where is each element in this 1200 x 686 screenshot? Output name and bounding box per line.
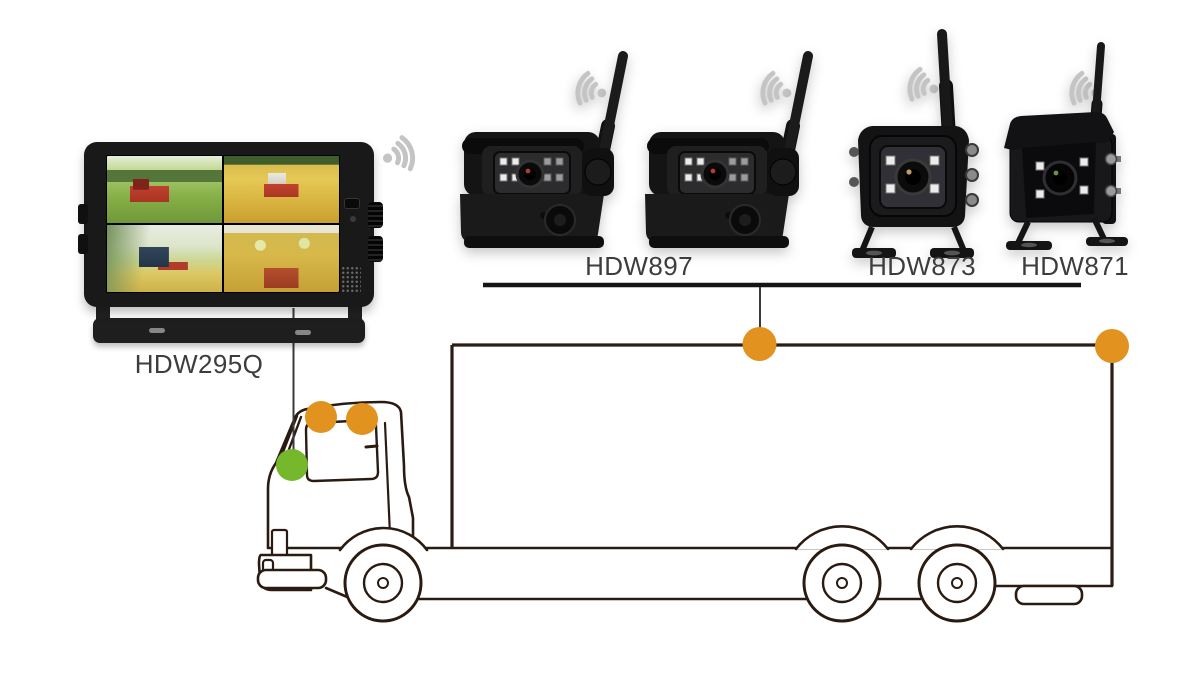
bracket-knob-right-top [368, 202, 383, 228]
marker-orange-side [742, 327, 777, 361]
truck-line-drawing [256, 400, 1114, 623]
camera-label-hdw897: HDW897 [585, 251, 693, 281]
side-mount-camera [645, 51, 813, 248]
camera-hdw897-unit-1 [460, 51, 628, 248]
camera-label-hdw871: HDW871 [1021, 251, 1129, 281]
side-screws [1104, 152, 1121, 198]
marker-orange-rear [1095, 329, 1129, 363]
camera-hdw897-unit-2 [645, 51, 813, 248]
front-wheel [343, 543, 423, 623]
camera-position-markers [276, 327, 1129, 481]
bracket-knob-left-bottom [78, 234, 88, 254]
marker-orange-cab-2 [346, 403, 378, 435]
monitor-hdw295q [78, 142, 383, 352]
rear-wheel-1 [802, 543, 882, 623]
marker-green-cab [276, 449, 308, 481]
monitor-label: HDW295Q [134, 349, 264, 379]
ir-leds [885, 155, 940, 194]
ir-leds [1035, 157, 1089, 199]
camera-hdw871 [1004, 42, 1128, 250]
power-led [350, 216, 356, 222]
bracket-slot [149, 328, 165, 333]
magnetic-base [645, 194, 789, 242]
screen-quadrant-bottom-right [224, 225, 339, 292]
side-screws [849, 143, 979, 207]
front-wheel-arch [338, 526, 429, 552]
speaker-grille [341, 266, 361, 294]
rear-wheel-2 [917, 543, 997, 623]
magnetic-base [460, 194, 604, 242]
mounting-bracket [852, 225, 974, 258]
screen-quadrant-top-left [107, 156, 222, 223]
marker-orange-cab-1 [305, 401, 337, 433]
antenna-mount [769, 158, 797, 186]
monitor-bezel [78, 142, 383, 307]
bracket-mount-camera [849, 29, 979, 258]
truck-mudflap [1014, 584, 1084, 606]
truck-door-seam [383, 421, 392, 537]
monitor-quad-screen [106, 155, 340, 293]
ir-sensor-window [344, 198, 360, 209]
screen-quadrant-top-right [224, 156, 339, 223]
bracket-slot [295, 330, 311, 335]
bracket-knob-right-bottom [368, 236, 383, 262]
antenna-mount [584, 158, 612, 186]
mounting-bracket [1006, 216, 1128, 250]
rear-wheel-arch-2 [909, 525, 1005, 551]
truck-frame-bottom [350, 584, 1114, 601]
side-mount-camera [460, 51, 628, 248]
rear-wheel-arch-1 [794, 525, 890, 551]
truck-door-handle [364, 444, 379, 449]
camera-label-hdw873: HDW873 [868, 251, 976, 281]
camera-hdw873 [849, 29, 979, 258]
monitor-bracket-bar [93, 318, 365, 343]
compact-rear-camera [1004, 42, 1128, 250]
truck-side-step [256, 568, 328, 590]
bracket-knob-left-top [78, 204, 88, 224]
sunshade [1004, 112, 1114, 150]
screen-quadrant-bottom-left [107, 225, 222, 292]
